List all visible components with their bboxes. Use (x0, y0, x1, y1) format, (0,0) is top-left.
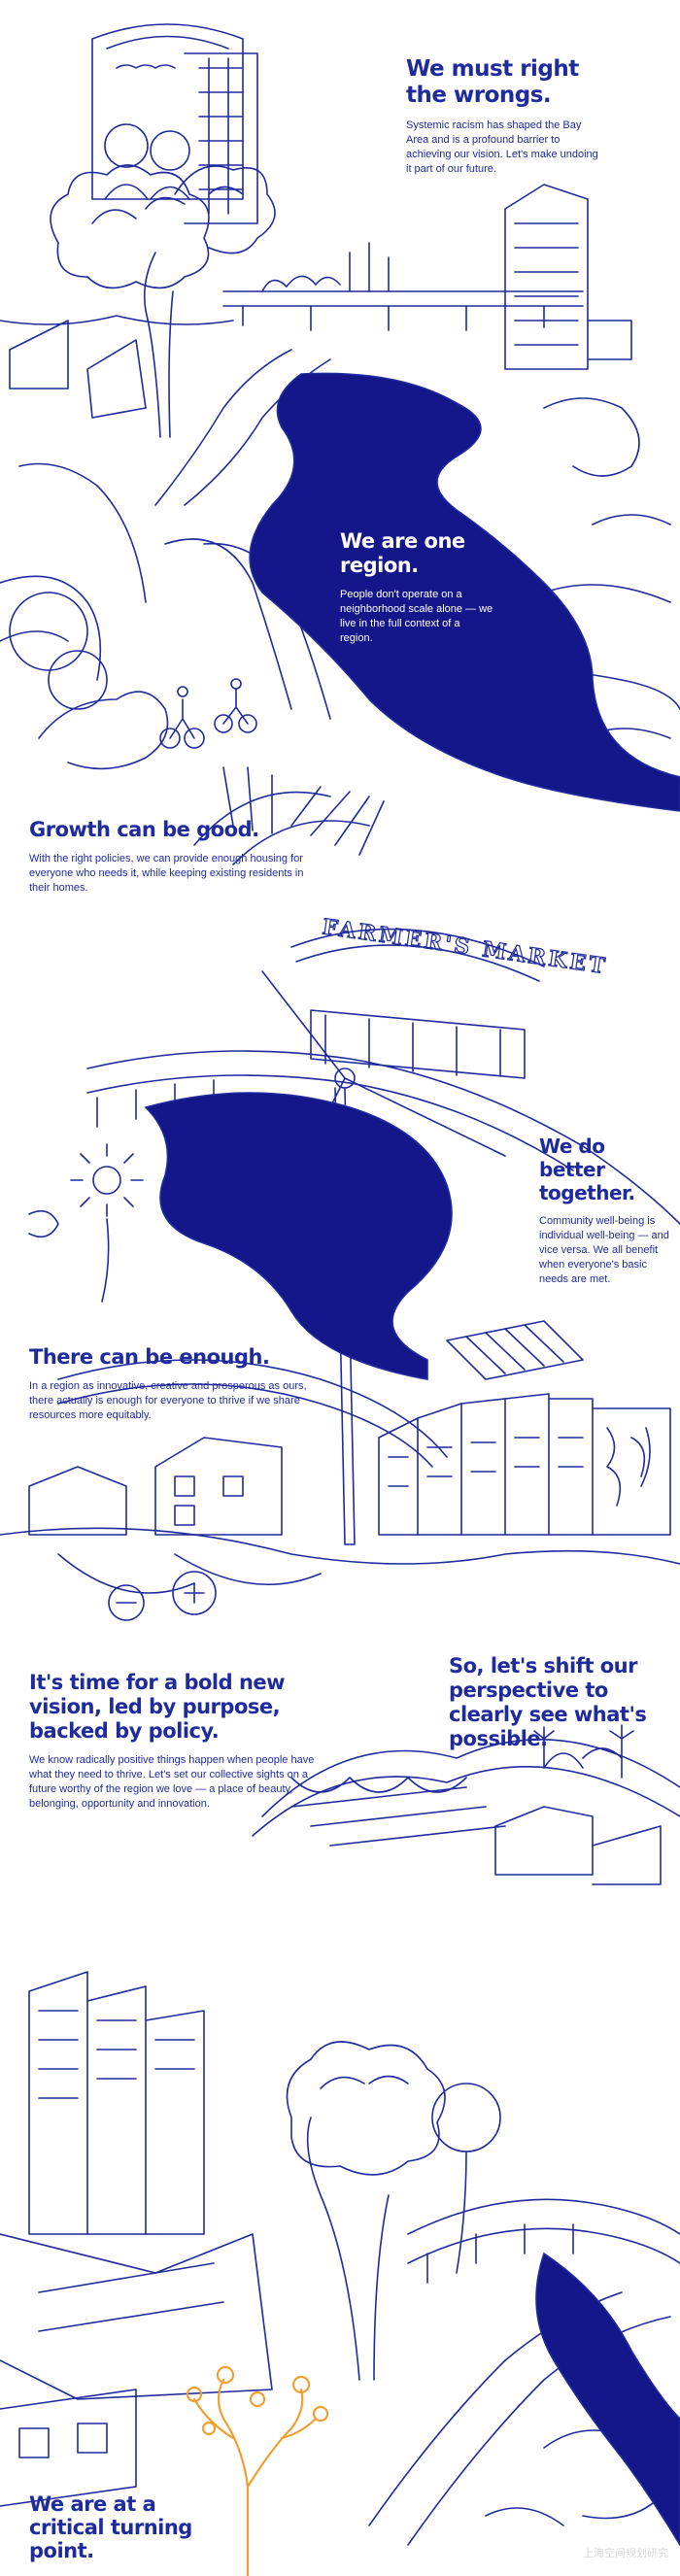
apartment-building-top (91, 23, 258, 224)
overpass-road (57, 1050, 680, 1468)
heading-together: We do better together. (539, 1135, 635, 1204)
section-enough: There can be enough. In a region as inno… (29, 1345, 321, 1423)
river-bottom (535, 2252, 680, 2547)
section-shift: So, let's shift our perspective to clear… (449, 1654, 672, 1761)
big-tree-bottom (286, 2041, 501, 2381)
heading-turning-point: We are at a critical turning point. (29, 2492, 192, 2562)
heading-right-the-wrongs: We must right the wrongs. (406, 56, 579, 108)
heading-enough: There can be enough. (29, 1345, 270, 1369)
tree-top-left (50, 164, 276, 438)
body-bold-vision: We know radically positive things happen… (29, 1754, 315, 1810)
section-right-the-wrongs: We must right the wrongs. Systemic racis… (406, 56, 605, 177)
body-one-region: People don't operate on a neighborhood s… (340, 589, 493, 644)
section-turning-point: We are at a critical turning point. (29, 2492, 214, 2572)
body-enough: In a region as innovative, creative and … (29, 1380, 307, 1421)
river-middle (144, 1092, 453, 1380)
hills (252, 1724, 680, 1885)
heading-growth: Growth can be good. (29, 818, 259, 841)
solar-panels (446, 1320, 584, 1380)
section-bold-vision: It's time for a bold new vision, led by … (29, 1671, 321, 1812)
section-one-region: We are one region. People don't operate … (340, 529, 495, 646)
body-growth: With the right policies, we can provide … (29, 853, 304, 894)
body-together: Community well-being is individual well-… (539, 1215, 669, 1285)
city-buildings-bottom (0, 1971, 273, 2507)
bridge-skyline (0, 184, 632, 370)
heading-one-region: We are one region. (340, 529, 465, 577)
left-houses (0, 1437, 680, 1621)
cyclists (159, 678, 257, 749)
body-right-the-wrongs: Systemic racism has shaped the Bay Area … (406, 119, 598, 175)
orange-tree (186, 2365, 329, 2576)
section-growth: Growth can be good. With the right polic… (29, 818, 321, 896)
section-together: We do better together. Community well-be… (539, 1135, 675, 1287)
heading-shift: So, let's shift our perspective to clear… (449, 1654, 647, 1750)
watermark: 上海空间规划研究 (583, 2547, 668, 2559)
rowhouses (378, 1393, 671, 1536)
heading-bold-vision: It's time for a bold new vision, led by … (29, 1671, 286, 1743)
sunflower (28, 1143, 144, 1303)
sky-strokes (222, 766, 623, 1769)
